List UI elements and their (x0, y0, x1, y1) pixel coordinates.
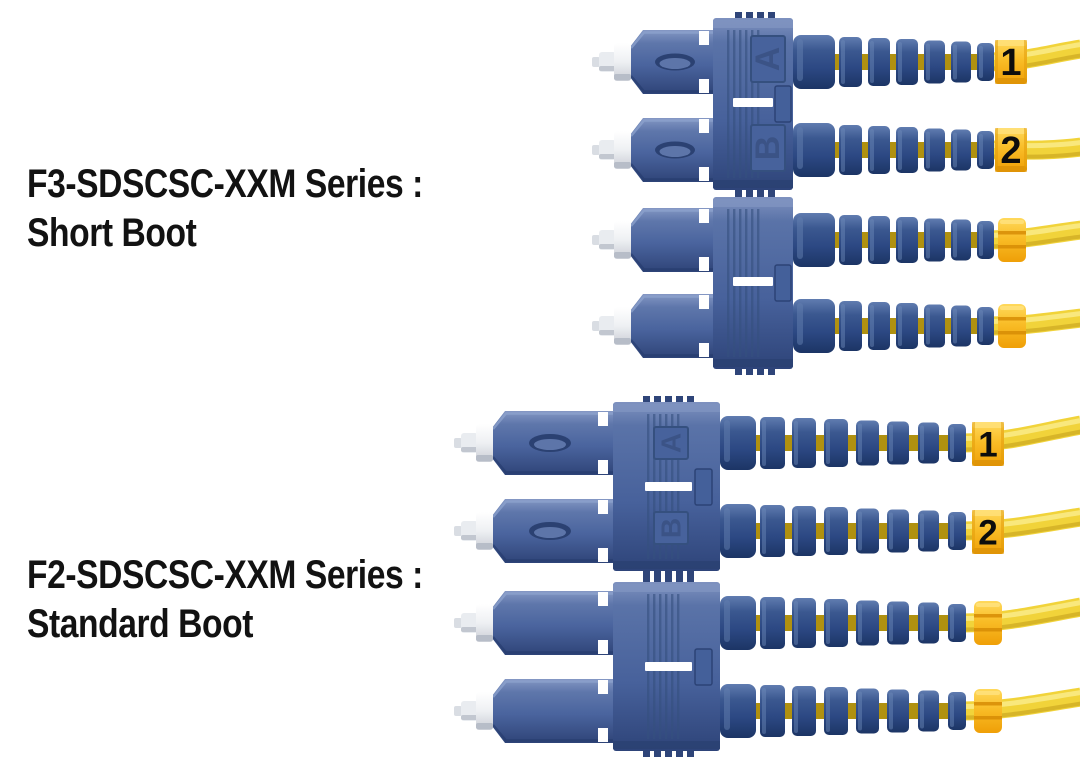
cable-tag-number-1: 1 (978, 426, 997, 465)
sc-connector-body (490, 677, 615, 745)
f2-duplex-assembly-front: 1 2 A B (454, 395, 1080, 578)
sc-connector-body (628, 28, 715, 96)
polarity-letter-b: B (656, 518, 687, 538)
duplex-clip (612, 575, 721, 758)
cable-tag-number-2: 2 (978, 514, 997, 553)
ferrule (454, 604, 493, 642)
short-boot (793, 299, 994, 353)
ferrule (592, 131, 631, 169)
series-f3-label-line2: Short Boot (27, 211, 197, 255)
ferrule (454, 692, 493, 730)
ferrule (454, 424, 493, 462)
standard-boot (720, 596, 966, 650)
short-boot (793, 213, 994, 267)
series-f3-label: F3-SDSCSC-XXM Series : Short Boot (27, 160, 423, 258)
polarity-letter-a: A (749, 47, 787, 72)
standard-boot (720, 684, 966, 738)
sc-connector-body (490, 589, 615, 657)
short-boot (793, 123, 994, 177)
series-f2-label-line2: Standard Boot (27, 602, 253, 646)
sc-connector-body (490, 409, 615, 477)
short-boot (793, 35, 994, 89)
duplex-clip (712, 190, 794, 376)
f2-duplex-assembly-back (454, 575, 1080, 758)
f3-duplex-assembly-front: 1 2 A B (592, 11, 1080, 197)
cable-tag-number-1: 1 (1000, 42, 1021, 84)
cable-tag-back (974, 689, 1002, 733)
cable-tag-back (998, 304, 1026, 348)
ferrule (454, 512, 493, 550)
cable-tag-number-2: 2 (1000, 130, 1021, 172)
standard-boot (720, 504, 966, 558)
series-f3-label-line1: F3-SDSCSC-XXM Series : (27, 162, 423, 206)
cable-tag-back (974, 601, 1002, 645)
polarity-letter-b: B (749, 136, 787, 161)
series-f2-label: F2-SDSCSC-XXM Series : Standard Boot (27, 551, 423, 649)
standard-boot (720, 416, 966, 470)
series-f2-label-line1: F2-SDSCSC-XXM Series : (27, 553, 423, 597)
ferrule (592, 307, 631, 345)
sc-connector-body (628, 206, 715, 274)
sc-connector-body (628, 292, 715, 360)
cable-tag-back (998, 218, 1026, 262)
ferrule (592, 221, 631, 259)
duplex-clip (612, 395, 721, 578)
polarity-letter-a: A (656, 433, 687, 453)
f3-duplex-assembly-back (592, 190, 1080, 376)
ferrule (592, 43, 631, 81)
sc-connector-body (490, 497, 615, 565)
fiber-cable (985, 220, 1080, 250)
sc-connector-body (628, 116, 715, 184)
fiber-cable (985, 308, 1080, 336)
